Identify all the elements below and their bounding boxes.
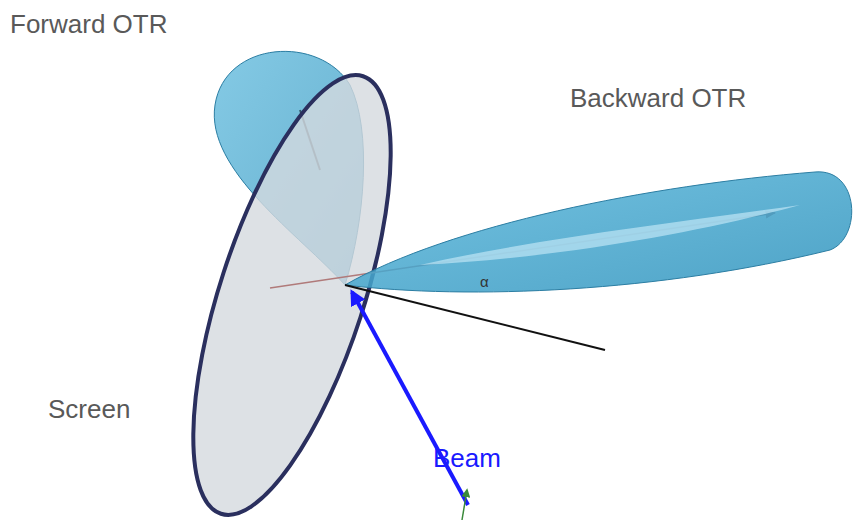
beam-arrow	[352, 292, 468, 505]
screen-label: Screen	[48, 395, 130, 424]
beam-tail-arrow	[462, 490, 467, 520]
backward-otr-label: Backward OTR	[570, 84, 746, 113]
beam-label: Beam	[433, 444, 501, 473]
screen-normal-line	[345, 285, 605, 350]
backward-otr-highlight	[420, 205, 800, 265]
backward-otr-lobe	[345, 172, 852, 292]
angle-symbol: α	[480, 274, 489, 291]
forward-otr-label: Forward OTR	[10, 10, 167, 39]
